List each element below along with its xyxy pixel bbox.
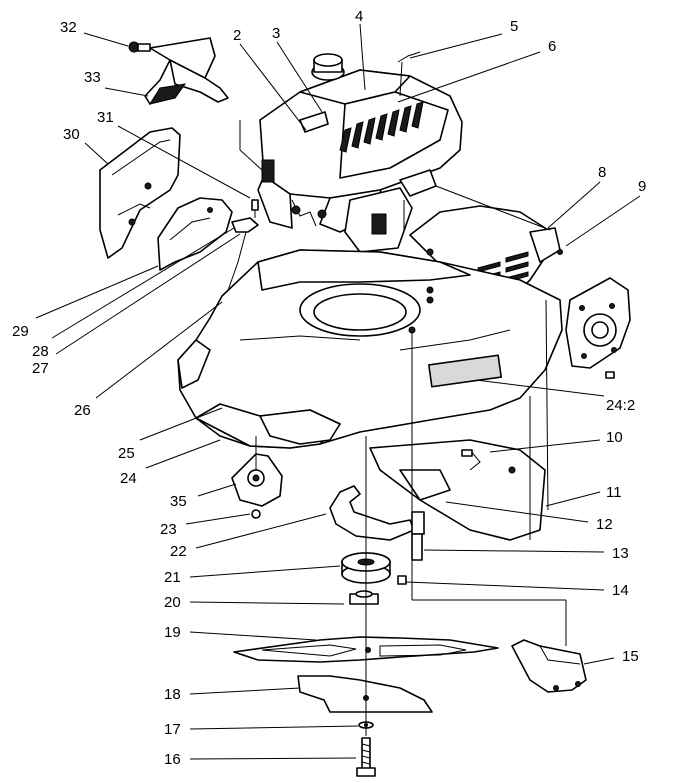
- label-27: 27: [32, 360, 49, 377]
- label-28: 28: [32, 343, 49, 360]
- label-17: 17: [164, 721, 181, 738]
- label-8: 8: [598, 164, 606, 181]
- alignment-lines: [239, 120, 567, 736]
- label-14: 14: [612, 582, 629, 599]
- label-15: 15: [622, 648, 639, 665]
- part-12-baffle: [369, 439, 546, 541]
- label-2: 2: [233, 27, 241, 44]
- label-23: 23: [160, 521, 177, 538]
- part-16-bolt: [356, 737, 376, 777]
- part-32-bolt: [128, 41, 151, 53]
- part-5-cable: [397, 51, 421, 97]
- leader-lines: [35, 23, 641, 760]
- part-24-deck: [177, 248, 563, 449]
- label-24-2: 24:2: [606, 397, 635, 414]
- label-19: 19: [164, 624, 181, 641]
- label-3: 3: [272, 25, 280, 42]
- part-22-clip: [329, 485, 415, 541]
- label-22: 22: [170, 543, 187, 560]
- part-14-screw: [397, 575, 407, 585]
- part-30-rear-flap: [99, 127, 181, 259]
- part-31-screw: [251, 199, 259, 218]
- callout-labels: 32 33 31 30 2 3 4 5 6 8 9 29 28 27 26 24…: [12, 8, 646, 768]
- label-21: 21: [164, 569, 181, 586]
- label-35: 35: [170, 493, 187, 510]
- part-23-nut: [251, 509, 261, 519]
- label-25: 25: [118, 445, 135, 462]
- label-10: 10: [606, 429, 623, 446]
- label-9: 9: [638, 178, 646, 195]
- label-6: 6: [548, 38, 556, 55]
- label-26: 26: [74, 402, 91, 419]
- part-27-hinge-rod: [231, 217, 259, 263]
- engine-shroud-slots: [339, 101, 424, 153]
- label-29: 29: [12, 323, 29, 340]
- part-18-blade: [297, 675, 433, 713]
- label-32: 32: [60, 19, 77, 36]
- label-33: 33: [84, 69, 101, 86]
- label-18: 18: [164, 686, 181, 703]
- label-20: 20: [164, 594, 181, 611]
- side-wheel-plate: [565, 277, 631, 379]
- part-33-guard: [144, 37, 229, 105]
- label-4: 4: [355, 8, 363, 25]
- part-29-discharge-door: [157, 197, 233, 271]
- label-12: 12: [596, 516, 613, 533]
- label-31: 31: [97, 109, 114, 126]
- label-30: 30: [63, 126, 80, 143]
- part-13-spacer: [411, 511, 425, 561]
- engine-assembly: [257, 53, 463, 253]
- fuel-cap: [311, 53, 345, 81]
- label-13: 13: [612, 545, 629, 562]
- label-5: 5: [510, 18, 518, 35]
- label-16: 16: [164, 751, 181, 768]
- part-20-key: [349, 590, 379, 605]
- part-35-adapter-plate: [231, 453, 283, 507]
- label-11: 11: [606, 484, 622, 501]
- part-15-mulch-plug: [511, 639, 587, 693]
- label-24: 24: [120, 470, 137, 487]
